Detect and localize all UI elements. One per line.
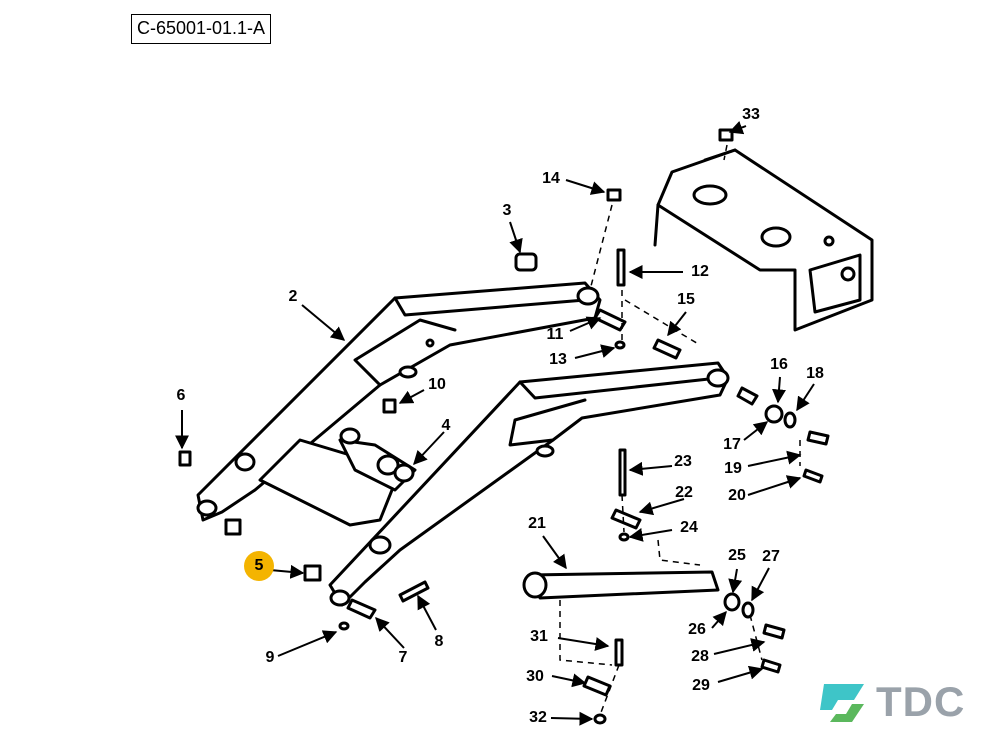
tdc-logo-mark-icon xyxy=(820,684,864,722)
loader-arm-lower xyxy=(328,361,730,607)
cylinder-21 xyxy=(528,570,720,600)
callout-5[interactable]: 5 xyxy=(244,551,274,581)
washer-25 xyxy=(723,592,741,612)
pin-15 xyxy=(652,338,682,360)
washer-16 xyxy=(764,404,784,424)
bolt-8 xyxy=(398,580,430,603)
callout-17[interactable]: 17 xyxy=(723,436,741,453)
callout-30[interactable]: 30 xyxy=(526,668,544,685)
cross-tube xyxy=(258,427,417,527)
pivot-boss-lower xyxy=(368,535,392,555)
callout-11[interactable]: 11 xyxy=(546,326,564,343)
callout-12[interactable]: 12 xyxy=(691,263,709,280)
callout-10[interactable]: 10 xyxy=(428,376,446,393)
callout-31[interactable]: 31 xyxy=(530,628,548,645)
callout-27[interactable]: 27 xyxy=(762,548,780,565)
callout-8[interactable]: 8 xyxy=(434,633,444,650)
tdc-logo: TDC xyxy=(818,678,983,726)
callout-21[interactable]: 21 xyxy=(528,515,546,532)
pin-29 xyxy=(760,658,782,674)
tdc-logo-text: TDC xyxy=(876,678,966,725)
callout-20[interactable]: 20 xyxy=(728,487,746,504)
callout-7[interactable]: 7 xyxy=(398,649,408,666)
callout-leaders xyxy=(175,121,815,726)
callout-13[interactable]: 13 xyxy=(549,351,567,368)
callout-18[interactable]: 18 xyxy=(806,365,824,382)
pivot-hole-upper xyxy=(196,499,218,517)
callout-4[interactable]: 4 xyxy=(441,417,451,434)
nut-24 xyxy=(618,532,630,542)
pivot-hole-lower xyxy=(329,589,351,607)
bolt-23 xyxy=(618,448,627,497)
fitting-14 xyxy=(606,188,622,202)
bushing-5b xyxy=(303,564,322,582)
pivot-boss-upper xyxy=(234,452,256,472)
nut-32 xyxy=(593,713,607,725)
callout-33[interactable]: 33 xyxy=(742,106,760,123)
callout-32[interactable]: 32 xyxy=(529,709,547,726)
callout-22[interactable]: 22 xyxy=(675,484,693,501)
pin-20 xyxy=(802,468,824,484)
washer-18 xyxy=(783,411,797,429)
fitting-10 xyxy=(382,398,397,414)
callout-23[interactable]: 23 xyxy=(674,453,692,470)
bolt-12 xyxy=(616,248,626,287)
callout-25[interactable]: 25 xyxy=(728,547,746,564)
pin-30 xyxy=(582,675,612,697)
bushing-5a xyxy=(224,518,242,536)
callout-3[interactable]: 3 xyxy=(502,202,512,219)
callout-26[interactable]: 26 xyxy=(688,621,706,638)
bushing-3 xyxy=(514,252,538,272)
callout-2[interactable]: 2 xyxy=(288,288,298,305)
washer-27 xyxy=(741,601,755,619)
fitting-6 xyxy=(178,450,192,467)
bolt-31 xyxy=(614,638,624,667)
callout-14[interactable]: 14 xyxy=(542,170,560,187)
callout-15[interactable]: 15 xyxy=(677,291,695,308)
callout-9[interactable]: 9 xyxy=(265,649,275,666)
bolt-28 xyxy=(762,623,786,640)
pin-11 xyxy=(593,308,627,332)
callout-24[interactable]: 24 xyxy=(680,519,698,536)
mounting-bracket xyxy=(653,148,874,332)
drawing-reference-code: C-65001-01.1-A xyxy=(131,14,271,44)
callout-29[interactable]: 29 xyxy=(692,677,710,694)
nut-13 xyxy=(614,340,626,350)
pin-7 xyxy=(346,598,377,620)
loader-arm-upper xyxy=(196,281,602,522)
nut-9 xyxy=(338,621,350,631)
callout-19[interactable]: 19 xyxy=(724,460,742,477)
pin-22 xyxy=(610,508,642,530)
cylinder-21-end xyxy=(522,571,548,599)
callout-6[interactable]: 6 xyxy=(176,387,186,404)
bolt-19 xyxy=(806,430,830,446)
callout-28[interactable]: 28 xyxy=(691,648,709,665)
callout-16[interactable]: 16 xyxy=(770,356,788,373)
small-hardware xyxy=(178,128,830,725)
spring-16 xyxy=(736,386,759,406)
